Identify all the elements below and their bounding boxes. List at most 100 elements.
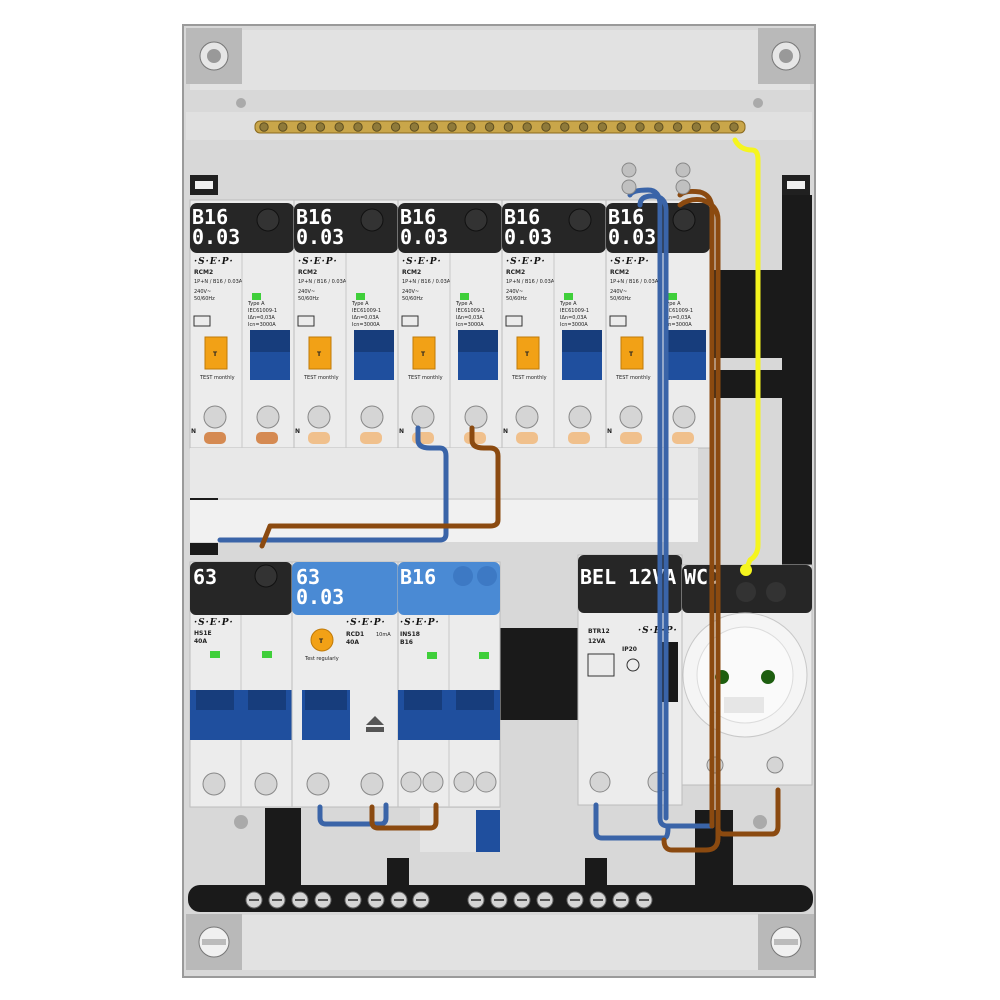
rcbo-test-button[interactable] — [308, 336, 332, 370]
rcd-module[interactable]: 63 0.03 T Test regularly ·S·E·P· RCD1 40… — [291, 561, 399, 808]
busbar-screw-icon — [541, 122, 551, 132]
svg-text:240V~: 240V~ — [194, 289, 211, 295]
busbar-screw-icon — [672, 122, 683, 132]
cert-mark-icon — [297, 315, 315, 327]
rcbo-test-text: TEST monthly — [407, 375, 443, 381]
busbar-screws — [259, 122, 739, 132]
svg-text:Icn=3000A: Icn=3000A — [560, 322, 588, 328]
svg-text:·S·E·P·: ·S·E·P· — [638, 626, 678, 636]
main-switch[interactable]: 63 ·S·E·P· HS1E 40A — [189, 561, 293, 808]
busbar-screw-icon — [691, 122, 702, 132]
rcbo-brand: ·S·E·P· — [402, 257, 442, 267]
busbar-screw-icon — [428, 122, 438, 132]
svg-text:Icn=3000A: Icn=3000A — [456, 322, 484, 328]
rcbo-test-button[interactable] — [516, 336, 540, 370]
svg-text:12VA: 12VA — [588, 638, 606, 645]
rcbo-test-button[interactable] — [412, 336, 436, 370]
busbar-screw-icon — [353, 122, 363, 132]
svg-text:IEC61009-1: IEC61009-1 — [560, 308, 589, 314]
bell-icon — [626, 658, 640, 672]
busbar-screw-icon — [578, 122, 589, 132]
wiring — [217, 137, 781, 853]
svg-text:T: T — [629, 351, 634, 358]
svg-text:IEC61009-1: IEC61009-1 — [664, 308, 693, 314]
rcbo-model: RCM2 — [610, 269, 629, 276]
svg-text:240V~: 240V~ — [402, 289, 419, 295]
terminal-screw-icon — [619, 405, 643, 429]
status-indicator — [427, 652, 437, 659]
rcbo-spec: 1P+N / B16 / 0.03A — [402, 279, 451, 285]
mount-hole — [236, 98, 246, 108]
svg-text:IΔn=0,03A: IΔn=0,03A — [352, 315, 379, 321]
rcbo-spec: 1P+N / B16 / 0.03A — [194, 279, 243, 285]
svg-text:240V~: 240V~ — [506, 289, 523, 295]
rcbo-model: RCM2 — [194, 269, 213, 276]
svg-text:·S·E·P·: ·S·E·P· — [400, 618, 440, 628]
busbar-screw-icon — [729, 122, 739, 132]
svg-text:240V~: 240V~ — [610, 289, 627, 295]
status-indicator — [262, 651, 272, 658]
rcd-label-line2: 0.03 — [296, 585, 344, 609]
isolator-module[interactable]: B16 ·S·E·P· INS18 B16 — [397, 561, 501, 852]
busbar-screw-icon — [503, 122, 514, 132]
rcbo-sensitivity-label: 0.03 — [192, 225, 240, 249]
brown-wire — [259, 425, 501, 549]
din-rail-2 — [500, 628, 580, 720]
busbar-screw-icon — [278, 122, 288, 132]
rcbo-test-text: TEST monthly — [303, 375, 339, 381]
svg-text:Type A: Type A — [559, 301, 577, 307]
top-cover — [190, 30, 810, 90]
rcbo-brand: ·S·E·P· — [298, 257, 338, 267]
svg-text:Type A: Type A — [663, 301, 681, 307]
main-switch-model: HS1E — [194, 630, 212, 637]
neutral-mark: N — [191, 428, 196, 435]
rcbo-model: RCM2 — [402, 269, 421, 276]
vertical-rail-right — [782, 195, 812, 565]
rcd-test-text: Test regularly — [304, 656, 339, 662]
yellow-earth-wire — [732, 137, 761, 573]
main-switch-brand: ·S·E·P· — [194, 618, 234, 628]
svg-text:IEC61009-1: IEC61009-1 — [456, 308, 485, 314]
rcbo-test-text: TEST monthly — [615, 375, 651, 381]
terminal-screw-icon — [411, 405, 435, 429]
rcbo-sensitivity-label: 0.03 — [296, 225, 344, 249]
svg-text:50/60Hz: 50/60Hz — [194, 296, 215, 302]
svg-text:IΔn=0,03A: IΔn=0,03A — [560, 315, 587, 321]
label-screw-icon — [360, 208, 384, 232]
busbar-screw-icon — [409, 122, 420, 132]
svg-text:10mA: 10mA — [376, 632, 391, 638]
svg-text:T: T — [319, 638, 324, 645]
rcbo-test-button[interactable] — [204, 336, 228, 370]
neutral-mark: N — [503, 428, 508, 435]
busbar-screw-icon — [484, 122, 495, 132]
svg-text:Type A: Type A — [455, 301, 473, 307]
svg-text:50/60Hz: 50/60Hz — [402, 296, 423, 302]
svg-text:INS18: INS18 — [400, 631, 420, 638]
busbar-screw-icon — [635, 122, 645, 132]
status-indicator — [668, 293, 677, 300]
isolator-label: B16 — [400, 565, 436, 589]
svg-text:Type A: Type A — [247, 301, 265, 307]
corner-screw-tr — [758, 28, 814, 84]
rcbo-model: RCM2 — [298, 269, 317, 276]
svg-text:Type A: Type A — [351, 301, 369, 307]
terminal-screw-icon — [360, 405, 384, 429]
rcd-test-button[interactable] — [310, 628, 334, 652]
terminal-screw-icon — [203, 405, 227, 429]
busbar-screw-icon — [466, 122, 476, 132]
label-screw-icon — [568, 208, 592, 232]
socket-outlet[interactable]: WCD — [681, 564, 813, 786]
svg-text:IEC61009-1: IEC61009-1 — [248, 308, 277, 314]
rcbo-test-button[interactable] — [620, 336, 644, 370]
bottom-cover — [190, 915, 810, 970]
svg-text:IΔn=0,03A: IΔn=0,03A — [456, 315, 483, 321]
blue-wire — [217, 425, 449, 543]
busbar-screw-icon — [315, 122, 326, 132]
terminal-screw-icon — [568, 405, 592, 429]
status-indicator — [479, 652, 489, 659]
